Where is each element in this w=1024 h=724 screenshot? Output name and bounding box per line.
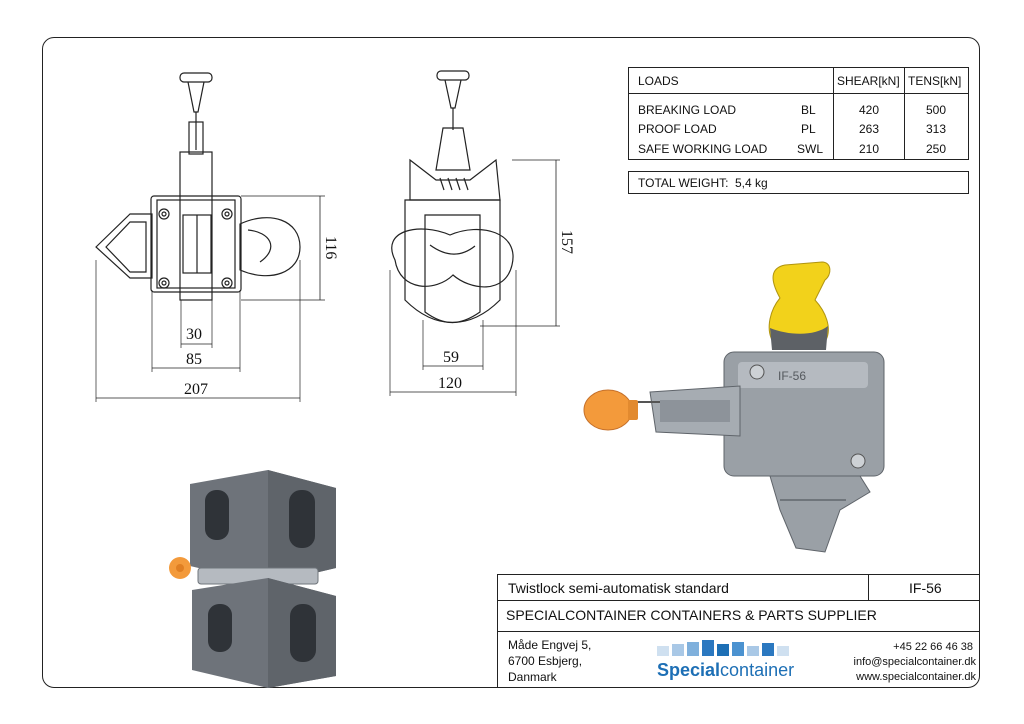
email-address: info@specialcontainer.dk bbox=[853, 656, 976, 668]
row-shear: 420 bbox=[859, 103, 880, 117]
row-label: SAFE WORKING LOAD bbox=[638, 142, 768, 156]
loads-table-header bbox=[629, 68, 968, 94]
loads-header-shear: SHEAR[kN] bbox=[837, 74, 900, 88]
casting-label: IF-56 bbox=[778, 369, 806, 383]
product-name: Twistlock semi-automatisk standard bbox=[508, 580, 729, 596]
address-line-2: 6700 Esbjerg, bbox=[508, 654, 583, 668]
table-divider bbox=[833, 68, 834, 159]
row-tens: 313 bbox=[926, 122, 947, 136]
dim-side-120: 120 bbox=[438, 375, 462, 392]
title-block: Twistlock semi-automatisk standard IF-56… bbox=[497, 574, 980, 688]
dim-front-207: 207 bbox=[184, 381, 208, 398]
loads-header-label: LOADS bbox=[638, 74, 679, 88]
title-block-row-product bbox=[498, 575, 980, 601]
website-url: www.specialcontainer.dk bbox=[856, 671, 976, 683]
corner-casting-photo bbox=[169, 470, 336, 688]
front-view-drawing bbox=[95, 72, 325, 402]
company-name: SPECIALCONTAINER CONTAINERS & PARTS SUPP… bbox=[506, 607, 877, 623]
table-divider bbox=[904, 68, 905, 159]
dim-side-height: 157 bbox=[558, 230, 575, 254]
total-weight-box: TOTAL WEIGHT: 5,4 kg bbox=[628, 171, 969, 194]
company-logo: Specialcontainer bbox=[657, 660, 794, 681]
phone-number: +45 22 66 46 38 bbox=[893, 641, 973, 653]
dim-front-height: 116 bbox=[322, 236, 339, 259]
drawing-sheet-border bbox=[42, 37, 980, 688]
loads-header-tens: TENS[kN] bbox=[908, 74, 962, 88]
side-view-drawing bbox=[389, 70, 560, 396]
specialcontainer-logo-squares bbox=[657, 640, 789, 656]
dim-side-59: 59 bbox=[443, 349, 459, 366]
address-line-3: Danmark bbox=[508, 670, 557, 684]
row-shear: 263 bbox=[859, 122, 880, 136]
row-label: BREAKING LOAD bbox=[638, 103, 737, 117]
loads-table: LOADS SHEAR[kN] TENS[kN] BREAKING LOAD B… bbox=[628, 67, 969, 160]
row-shear: 210 bbox=[859, 142, 880, 156]
logo-word-container: container bbox=[720, 660, 795, 680]
twistlock-product-photo: IF-56 bbox=[583, 261, 885, 553]
row-tens: 500 bbox=[926, 103, 947, 117]
row-code: PL bbox=[801, 122, 816, 136]
weight-label: TOTAL WEIGHT: bbox=[638, 176, 729, 190]
title-block-row-company bbox=[498, 600, 980, 632]
dim-front-85: 85 bbox=[186, 351, 202, 368]
title-block-divider bbox=[868, 575, 869, 600]
row-code: SWL bbox=[797, 142, 824, 156]
row-tens: 250 bbox=[926, 142, 947, 156]
address-line-1: Måde Engvej 5, bbox=[508, 638, 592, 652]
dim-front-30: 30 bbox=[186, 326, 202, 343]
product-code: IF-56 bbox=[909, 580, 942, 596]
row-code: BL bbox=[801, 103, 816, 117]
logo-word-special: Special bbox=[657, 660, 721, 680]
weight-value: 5,4 kg bbox=[735, 176, 768, 190]
row-label: PROOF LOAD bbox=[638, 122, 717, 136]
